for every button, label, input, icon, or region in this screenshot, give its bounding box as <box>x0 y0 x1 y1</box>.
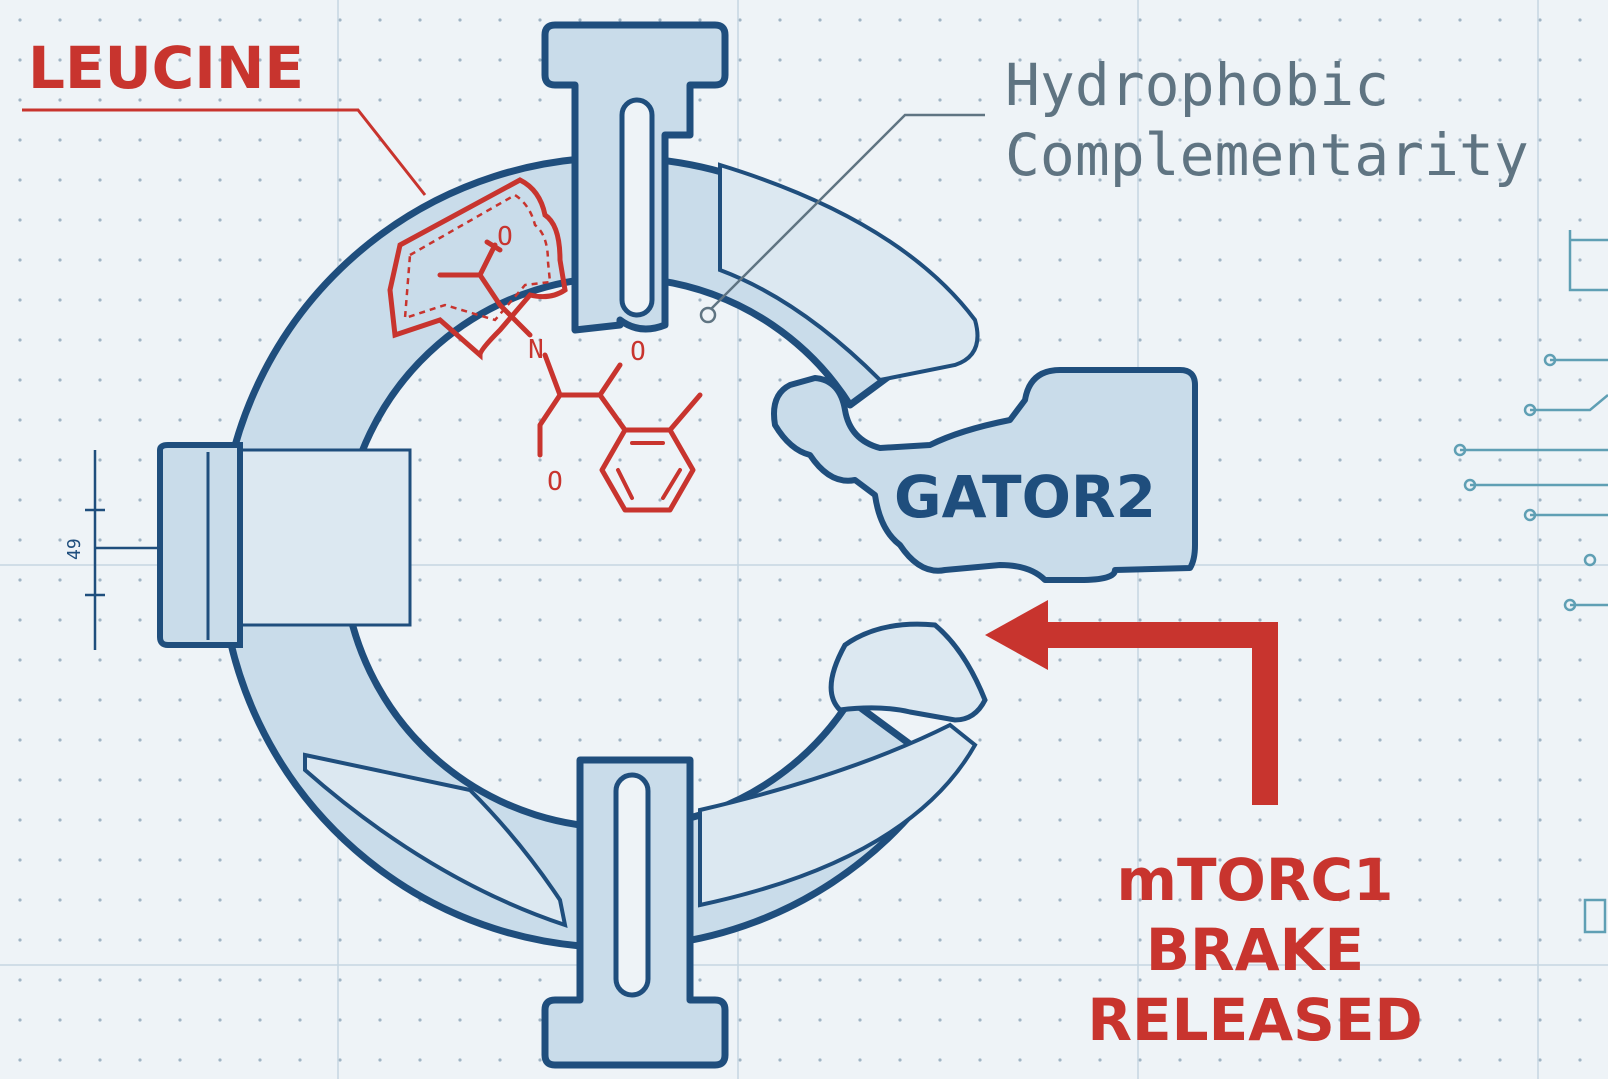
release-arrow <box>985 600 1278 805</box>
scale-tick-label: 49 <box>64 538 85 560</box>
leucine-leader-line <box>22 108 427 196</box>
top-strut <box>541 21 729 334</box>
atom-o-label-1: O <box>497 222 513 252</box>
hydrophobic-label-line1: Hydrophobic <box>1005 51 1389 119</box>
atom-n-label: N <box>528 335 544 365</box>
left-clamp <box>157 442 243 648</box>
leucine-label: LEUCINE <box>28 34 304 102</box>
gator2-label: GATOR2 <box>894 463 1156 531</box>
circuit-traces <box>1453 230 1608 934</box>
leucine-molecule <box>437 239 703 513</box>
hydrophobic-label-line2: Complementarity <box>1005 121 1529 189</box>
atom-o-label-3: O <box>547 467 563 497</box>
protein-ring <box>216 154 980 951</box>
outcome-label-line3: RELEASED <box>1087 986 1422 1054</box>
gator2-protein <box>771 367 1198 583</box>
outcome-label-line2: BRAKE <box>1146 916 1364 984</box>
bottom-strut <box>541 756 729 1069</box>
outcome-label-line1: mTORC1 <box>1117 846 1394 914</box>
brake-latch <box>828 621 988 723</box>
hydrophobic-leader-line <box>699 113 985 324</box>
leucine-binding-pocket <box>387 177 568 361</box>
atom-o-label-2: O <box>630 337 646 367</box>
